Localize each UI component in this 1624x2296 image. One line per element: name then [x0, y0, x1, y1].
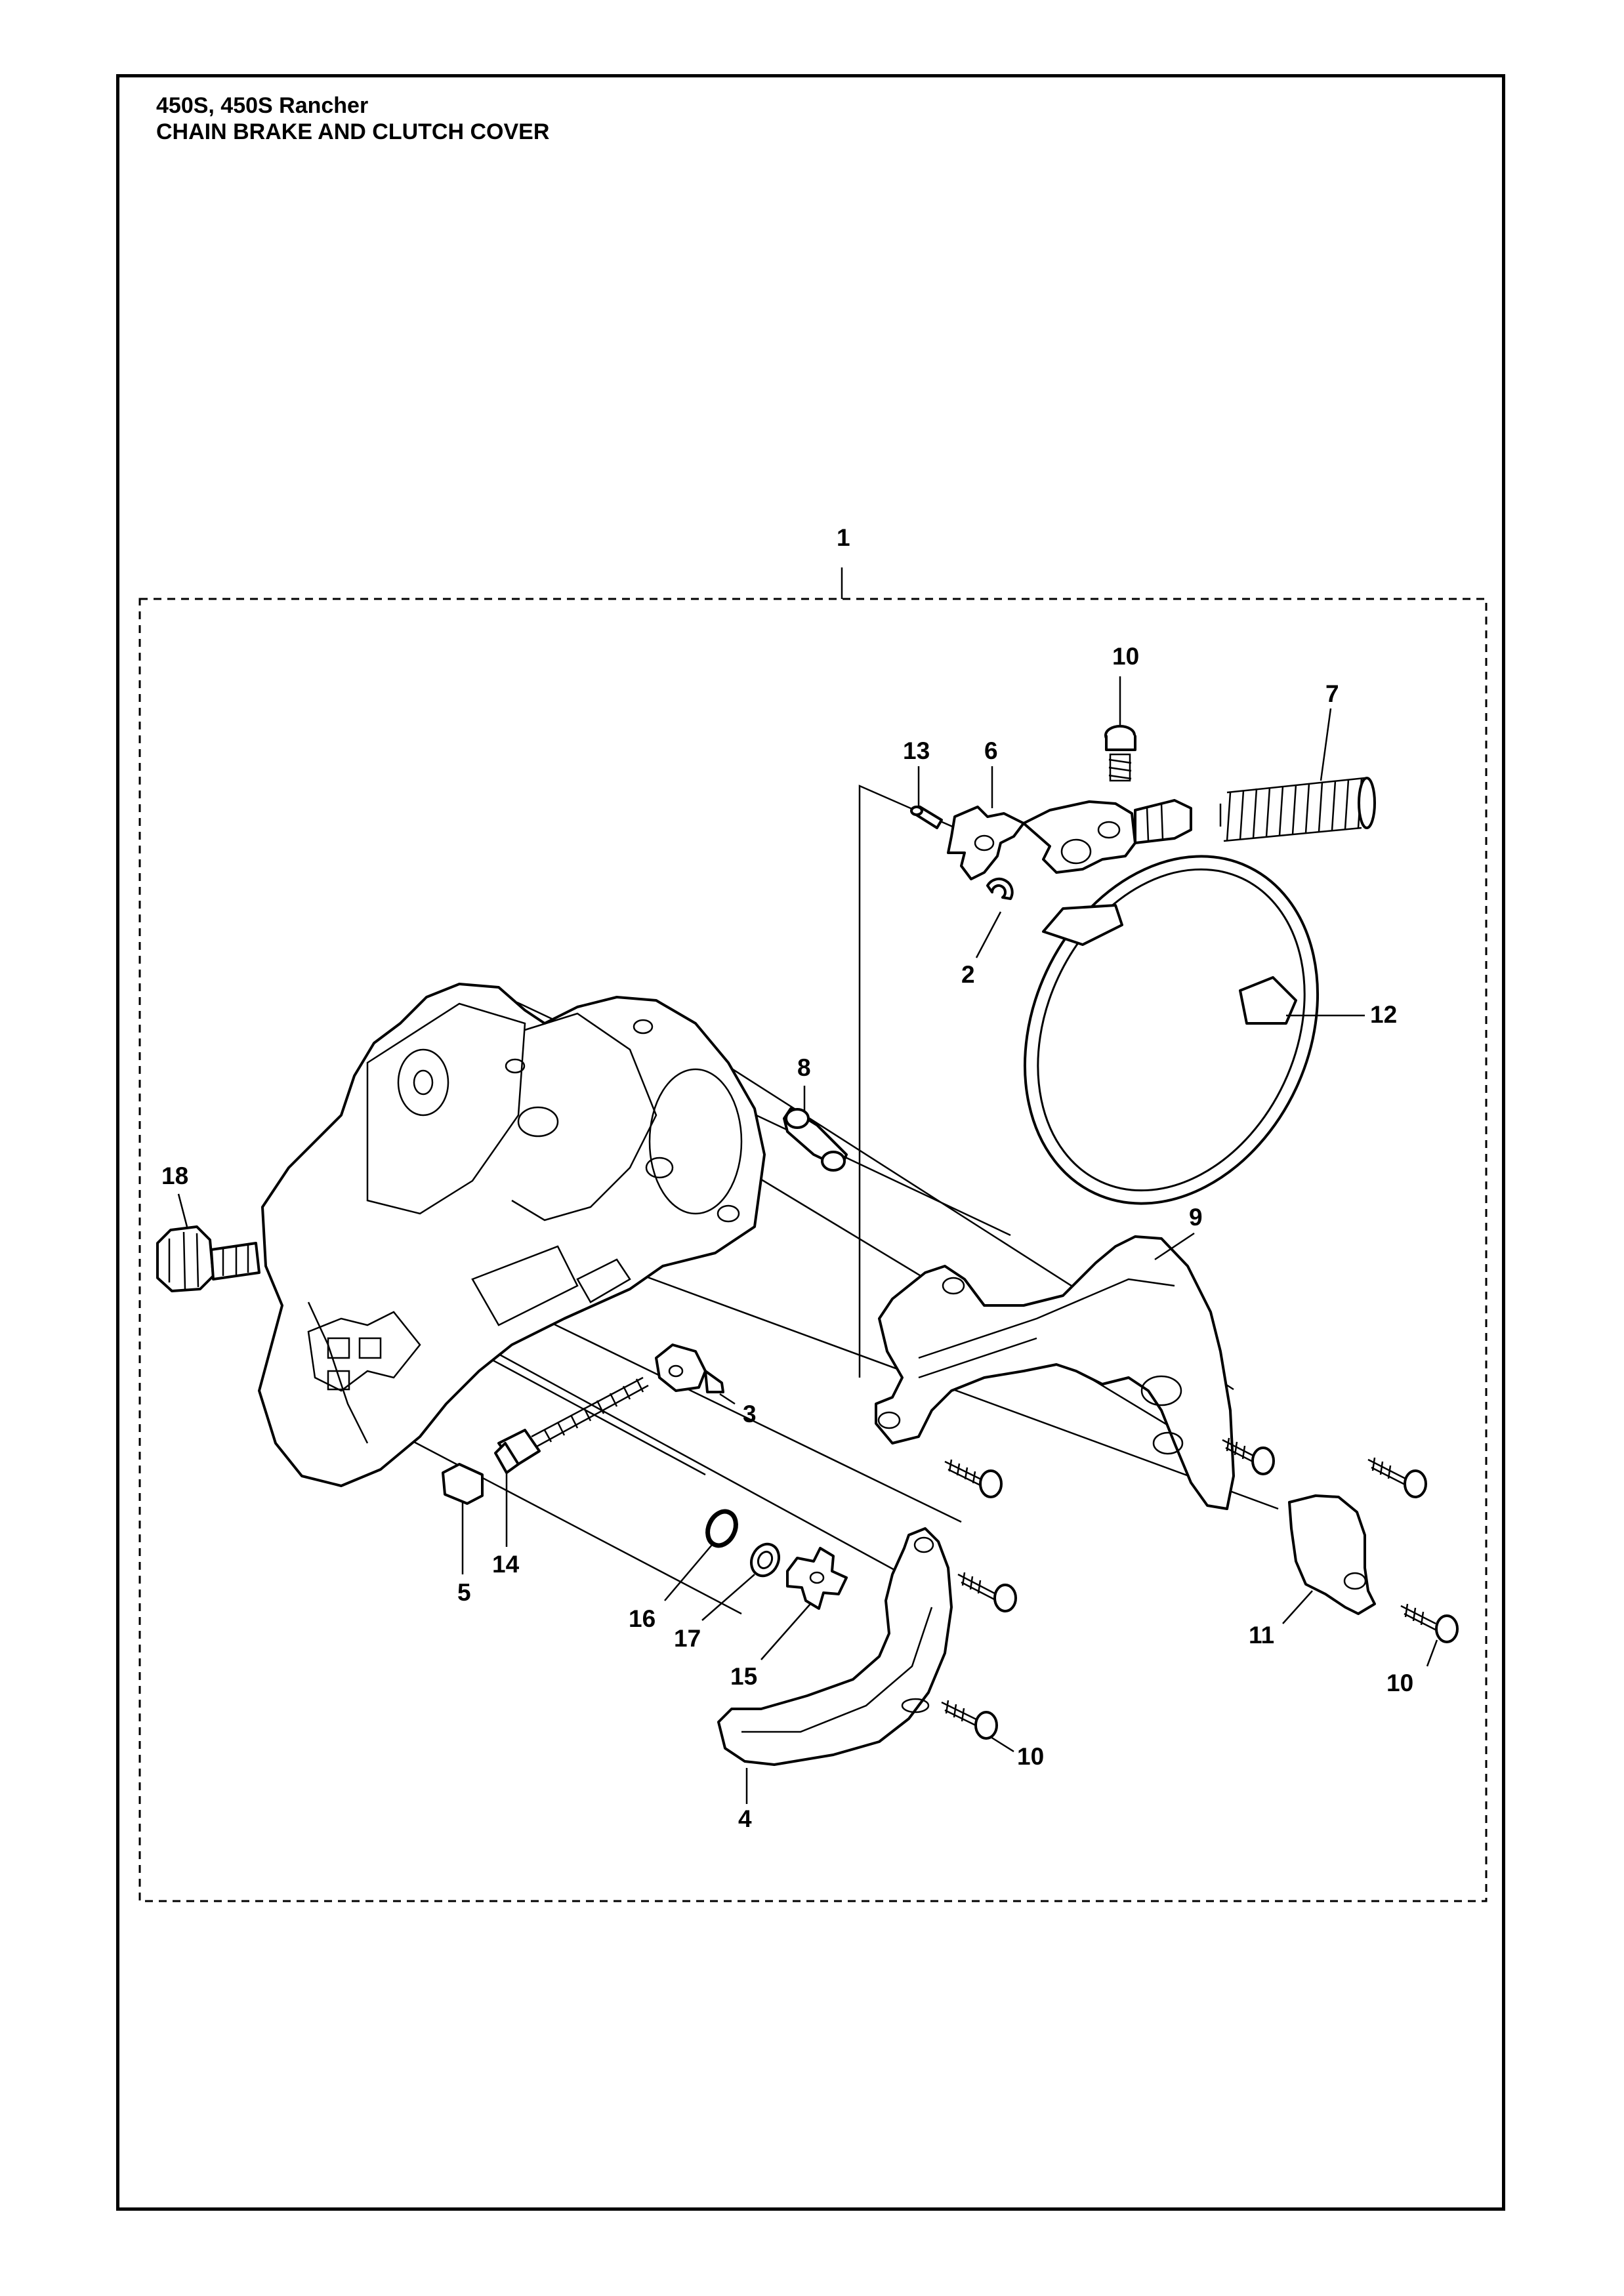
gear-leader — [760, 1603, 811, 1660]
label-16: 16 — [629, 1605, 656, 1632]
label-8: 8 — [797, 1054, 811, 1081]
model-title: 450S, 450S Rancher — [156, 93, 369, 118]
bar-nut-leader — [177, 1193, 188, 1227]
screw-guard-lower-part — [941, 1700, 998, 1740]
pin-part — [910, 806, 943, 829]
screw-cover-right-part — [1367, 1457, 1427, 1498]
tensioner-nut-part — [655, 1343, 724, 1393]
o-ring-leader — [664, 1544, 713, 1601]
label-15: 15 — [730, 1663, 757, 1690]
label-2: 2 — [961, 961, 975, 988]
label-3: 3 — [743, 1401, 757, 1427]
label-10-top: 10 — [1112, 643, 1139, 670]
cover-cap-leader — [1282, 1590, 1313, 1624]
label-5: 5 — [457, 1579, 471, 1606]
o-ring-part — [705, 1509, 738, 1548]
screw-cover-left-part — [944, 1459, 1003, 1498]
brake-band-part — [1023, 855, 1320, 1205]
cover-cap-part — [1288, 1494, 1376, 1615]
label-17: 17 — [674, 1625, 701, 1652]
screw-cap-part — [1400, 1603, 1459, 1643]
screw-cap-leader — [1426, 1639, 1438, 1667]
spring-part — [1219, 777, 1376, 842]
brake-cover-part — [875, 1235, 1235, 1510]
screw-guard-lower-leader — [990, 1736, 1014, 1753]
spring-leader — [1320, 708, 1332, 781]
brake-linkage-part — [1022, 799, 1192, 874]
label-13: 13 — [903, 737, 930, 764]
tensioner-nut-leader — [719, 1393, 736, 1405]
label-7: 7 — [1325, 680, 1339, 707]
label-1: 1 — [837, 524, 850, 551]
sleeve-part — [783, 1107, 848, 1172]
washer-leader — [701, 1574, 755, 1621]
label-10-right: 10 — [1386, 1670, 1413, 1696]
label-18: 18 — [161, 1162, 188, 1189]
gear-part — [786, 1547, 848, 1610]
chain-catcher-part — [717, 1527, 953, 1766]
washer-part — [750, 1542, 780, 1578]
label-11: 11 — [1249, 1622, 1274, 1649]
label-9: 9 — [1189, 1204, 1203, 1231]
assembly-boundary — [138, 598, 1488, 1902]
brake-trigger-part — [947, 806, 1025, 880]
title-block: 450S, 450S Rancher CHAIN BRAKE AND CLUTC… — [156, 92, 549, 145]
label-14: 14 — [492, 1551, 520, 1578]
e-clip-part — [986, 877, 1014, 900]
screw-cover-mid-part — [1222, 1437, 1275, 1475]
tensioner-screw-part — [494, 1376, 649, 1474]
screw-guard-upper-part — [957, 1572, 1017, 1612]
label-10-bottom: 10 — [1017, 1743, 1044, 1770]
brake-cover-leader — [1154, 1232, 1195, 1261]
screw-top-part — [1104, 725, 1136, 782]
label-4: 4 — [738, 1805, 752, 1832]
e-clip-leader — [975, 911, 1002, 958]
label-12: 12 — [1370, 1001, 1397, 1028]
bar-nut-part — [156, 1225, 260, 1292]
section-title: CHAIN BRAKE AND CLUTCH COVER — [156, 119, 550, 144]
clutch-cover-body — [258, 983, 766, 1487]
tensioner-block-part — [442, 1463, 484, 1505]
page-frame — [116, 74, 1505, 2211]
label-6: 6 — [984, 737, 998, 764]
